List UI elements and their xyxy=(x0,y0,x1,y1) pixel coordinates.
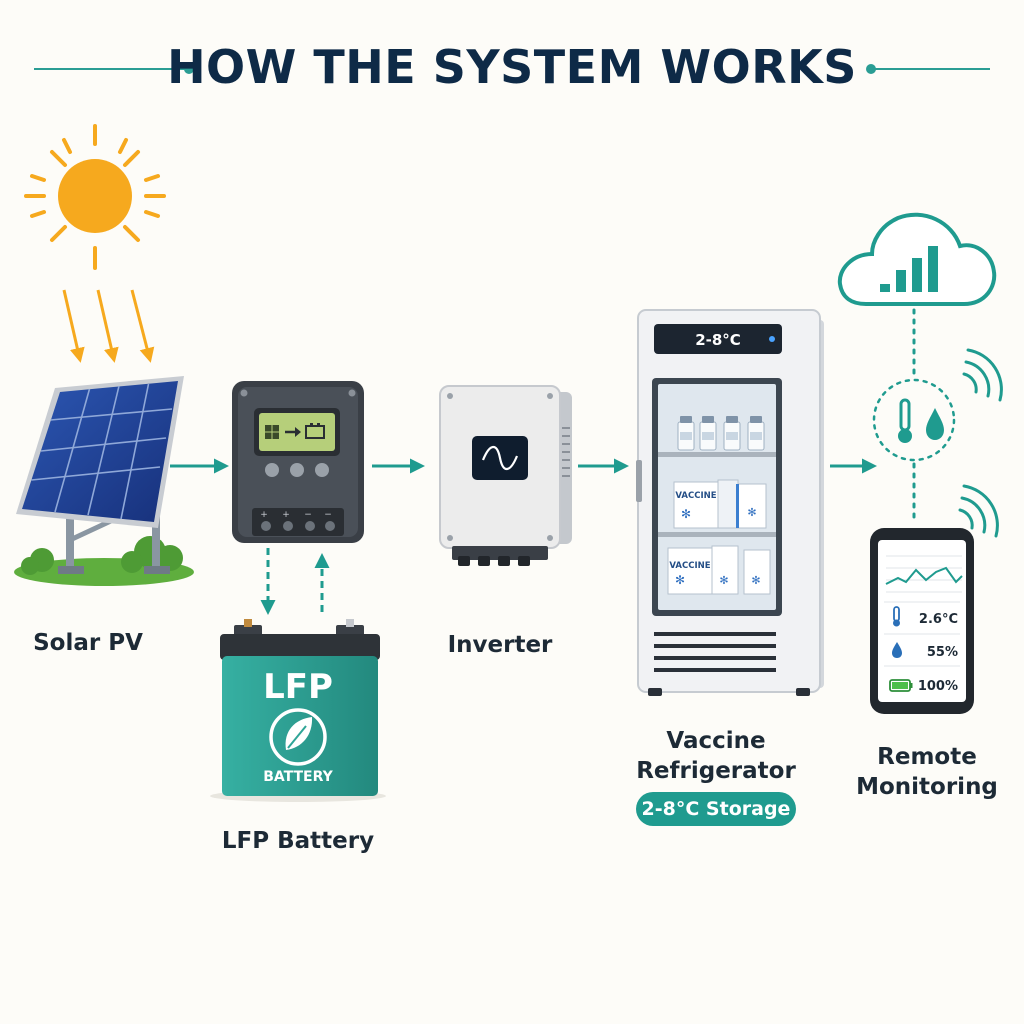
svg-text:✻: ✻ xyxy=(719,574,728,587)
battery-body-subtitle: BATTERY xyxy=(263,769,333,785)
phone-humidity-value: 55% xyxy=(927,645,958,660)
flow-arrows xyxy=(170,458,877,615)
label-monitor-line2: Monitoring xyxy=(856,774,998,800)
phone-droplet-icon xyxy=(892,642,902,658)
fridge-display-text: 2-8°C xyxy=(695,331,741,349)
svg-text:+: + xyxy=(282,510,290,520)
title-rule-right-dot xyxy=(866,64,876,74)
svg-text:−: − xyxy=(304,510,312,520)
label-lfp-battery: LFP Battery xyxy=(221,828,375,854)
fridge-vent xyxy=(654,632,776,672)
label-inverter: Inverter xyxy=(447,632,553,658)
phone-temperature-value: 2.6°C xyxy=(919,612,958,627)
battery-body-title: LFP xyxy=(263,667,333,707)
inverter-icon xyxy=(439,385,572,566)
page-title: HOW THE SYSTEM WORKS xyxy=(167,40,857,94)
smartphone-icon xyxy=(870,528,974,714)
title-rule-right xyxy=(874,68,990,70)
vaccine-box-label-2: VACCINE xyxy=(669,561,710,571)
label-monitor-line1: Remote xyxy=(877,744,977,770)
vaccine-boxes-shelf-1: ✻ ✻ xyxy=(673,479,767,529)
svg-text:✻: ✻ xyxy=(747,506,756,519)
svg-text:+: + xyxy=(260,510,268,520)
svg-text:−: − xyxy=(324,510,332,520)
cloud-icon xyxy=(837,212,997,306)
label-fridge-line1: Vaccine xyxy=(666,728,766,754)
svg-text:✻: ✻ xyxy=(681,507,691,521)
vaccine-boxes-shelf-2: ✻ ✻ ✻ xyxy=(667,545,771,595)
phone-battery-value: 100% xyxy=(918,679,958,694)
charge-controller-icon: + + − − xyxy=(232,381,364,543)
svg-text:✻: ✻ xyxy=(751,574,760,587)
solar-panel-icon xyxy=(14,376,194,586)
wifi-waves-phone-icon xyxy=(958,484,999,538)
sun-icon xyxy=(24,124,166,363)
phone-thermometer-icon xyxy=(893,606,900,627)
title-rule-left-dot xyxy=(184,64,194,74)
sensor-icon xyxy=(872,378,956,462)
storage-range-badge: 2-8°C Storage xyxy=(636,792,796,826)
label-solar-pv: Solar PV xyxy=(33,630,143,656)
phone-battery-icon xyxy=(889,679,913,692)
svg-text:✻: ✻ xyxy=(675,573,685,587)
wifi-waves-sensor-icon xyxy=(962,348,1003,402)
vaccine-vials xyxy=(677,416,765,451)
battery-icon xyxy=(210,619,386,802)
label-fridge-line2: Refrigerator xyxy=(636,758,796,784)
signal-bars-icon xyxy=(880,246,938,292)
title-rule-left xyxy=(34,68,186,70)
vaccine-box-label-1: VACCINE xyxy=(675,491,716,501)
vaccine-refrigerator-icon: ✻ ✻ ✻ ✻ ✻ xyxy=(636,309,824,696)
